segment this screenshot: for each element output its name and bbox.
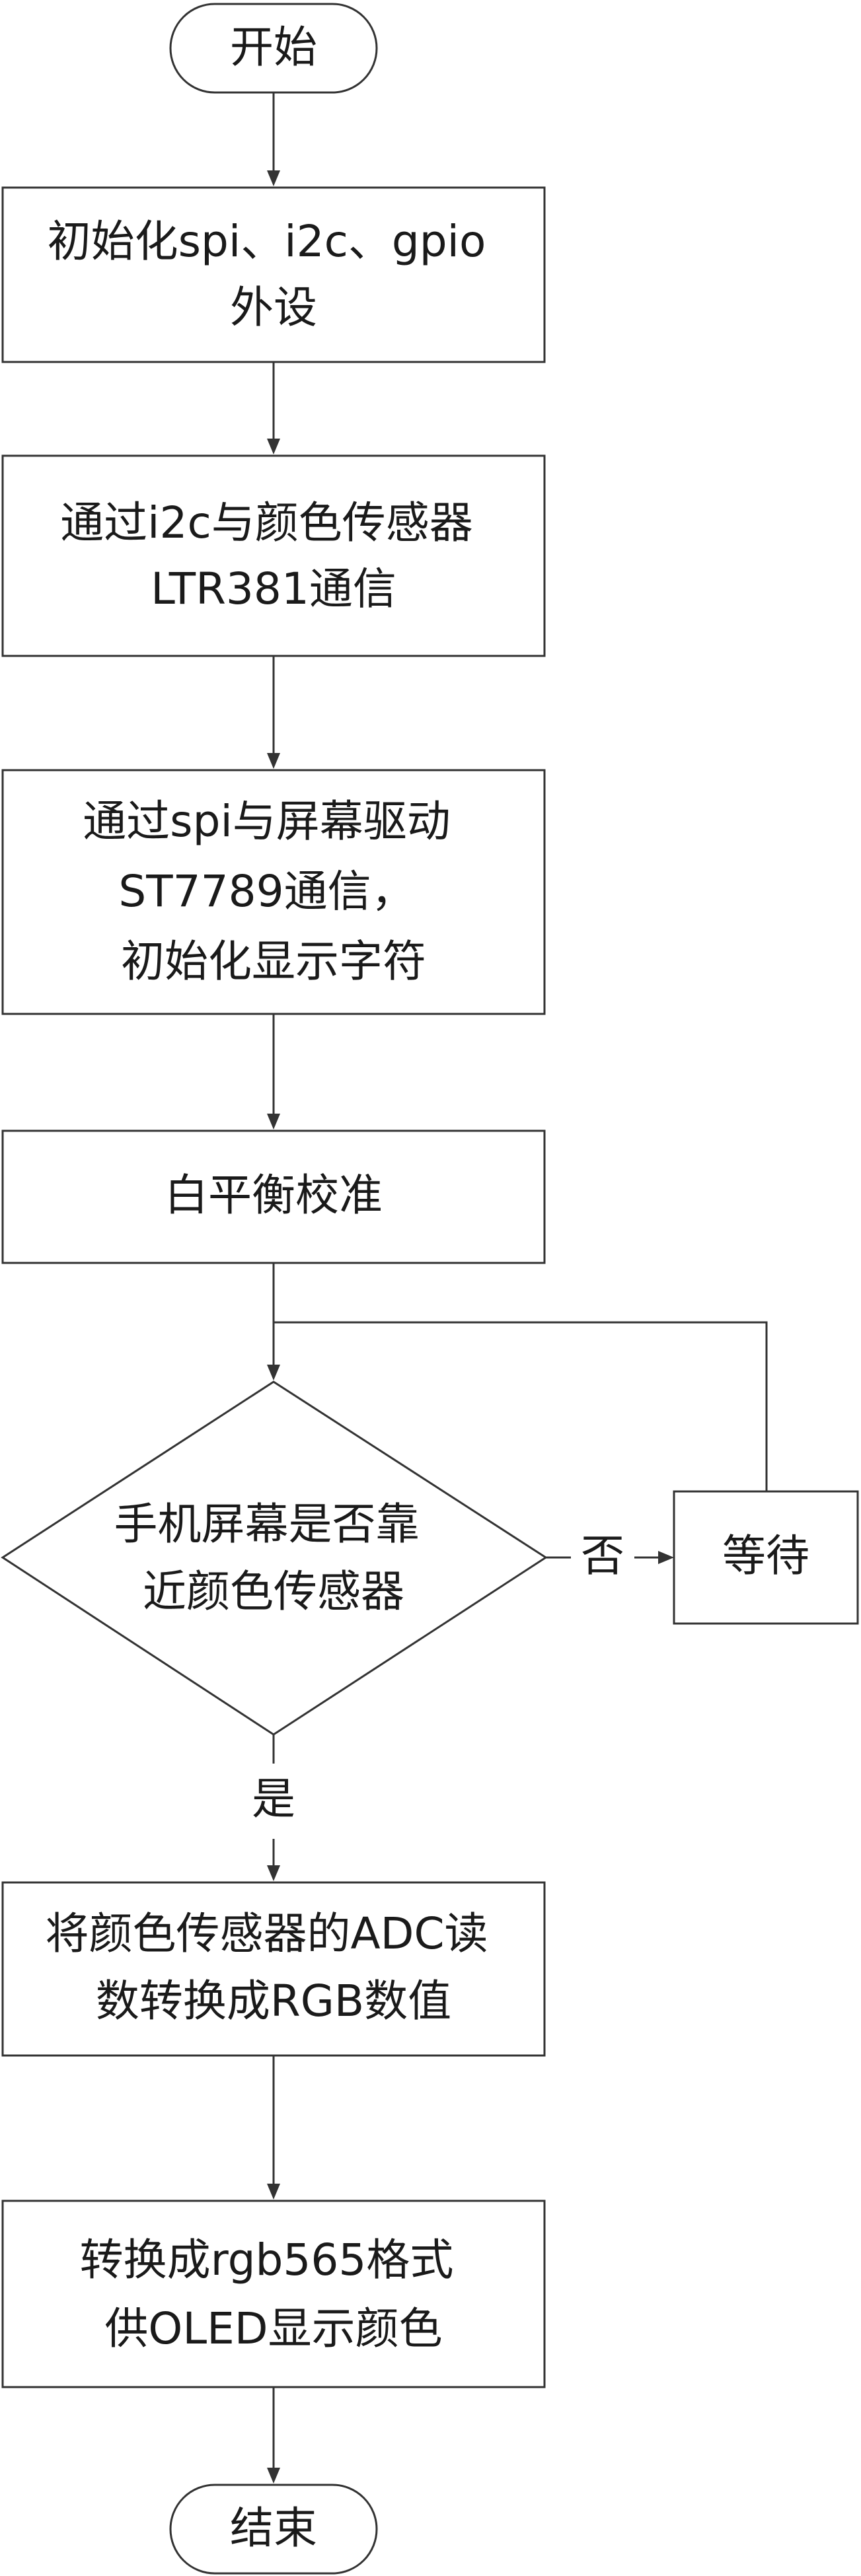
edge-init-to-i2c [267, 362, 280, 454]
node-i2c-sensor: 通过i2c与颜色传感器 LTR381通信 [1, 454, 546, 657]
edge-start-to-init [267, 92, 280, 186]
edge-decision-to-adc [267, 1735, 280, 1881]
edge-spi-to-white-balance [267, 1014, 280, 1129]
node-to-rgb565-label: 转换成rgb565格式 供OLED显示颜色 [80, 2235, 468, 2354]
node-end-label: 结束 [230, 2503, 317, 2554]
node-start: 开始 [169, 3, 378, 94]
node-end: 结束 [169, 2484, 378, 2575]
arrow-down-icon [267, 2184, 280, 2200]
edge-label-yes: 是 [252, 1773, 295, 1824]
node-wait-label: 等待 [722, 1530, 809, 1581]
node-decision-near: 手机屏幕是否靠 近颜色传感器 [1, 1380, 548, 1736]
arrow-down-icon [267, 170, 280, 186]
node-spi-screen: 通过spi与屏幕驱动 ST7789通信， 初始化显示字符 [1, 769, 546, 1015]
node-to-rgb565: 转换成rgb565格式 供OLED显示颜色 [1, 2200, 546, 2388]
edge-label-no: 否 [581, 1530, 624, 1581]
arrow-right-icon [658, 1551, 674, 1564]
edge-wait-loop-back [274, 1321, 768, 1491]
edge-decision-to-wait [546, 1551, 674, 1564]
node-adc-to-rgb-label: 将颜色传感器的ADC读 数转换成RGB数值 [45, 1908, 502, 2026]
node-start-label: 开始 [230, 22, 317, 73]
edge-adc-to-rgb565 [267, 2056, 280, 2200]
arrow-down-icon [267, 1365, 280, 1380]
node-init-peripherals: 初始化spi、i2c、gpio 外设 [1, 186, 546, 363]
node-decision-near-label: 手机屏幕是否靠 近颜色传感器 [114, 1499, 433, 1617]
node-spi-screen-label: 通过spi与屏幕驱动 ST7789通信， 初始化显示字符 [83, 796, 465, 987]
arrow-down-icon [267, 439, 280, 454]
edge-white-balance-to-decision [267, 1263, 280, 1380]
edges [267, 92, 768, 2484]
node-adc-to-rgb: 将颜色传感器的ADC读 数转换成RGB数值 [1, 1881, 546, 2057]
node-wait: 等待 [673, 1490, 859, 1625]
edge-i2c-to-spi [267, 656, 280, 769]
node-i2c-sensor-label: 通过i2c与颜色传感器 LTR381通信 [60, 497, 487, 614]
node-init-peripherals-label: 初始化spi、i2c、gpio 外设 [48, 216, 500, 333]
arrow-down-icon [267, 1114, 280, 1129]
node-white-balance: 白平衡校准 [1, 1129, 546, 1264]
arrow-down-icon [267, 1865, 280, 1881]
node-white-balance-label: 白平衡校准 [165, 1170, 383, 1221]
arrow-down-icon [267, 2468, 280, 2484]
arrow-down-icon [267, 753, 280, 769]
edge-rgb565-to-end [267, 2387, 280, 2484]
